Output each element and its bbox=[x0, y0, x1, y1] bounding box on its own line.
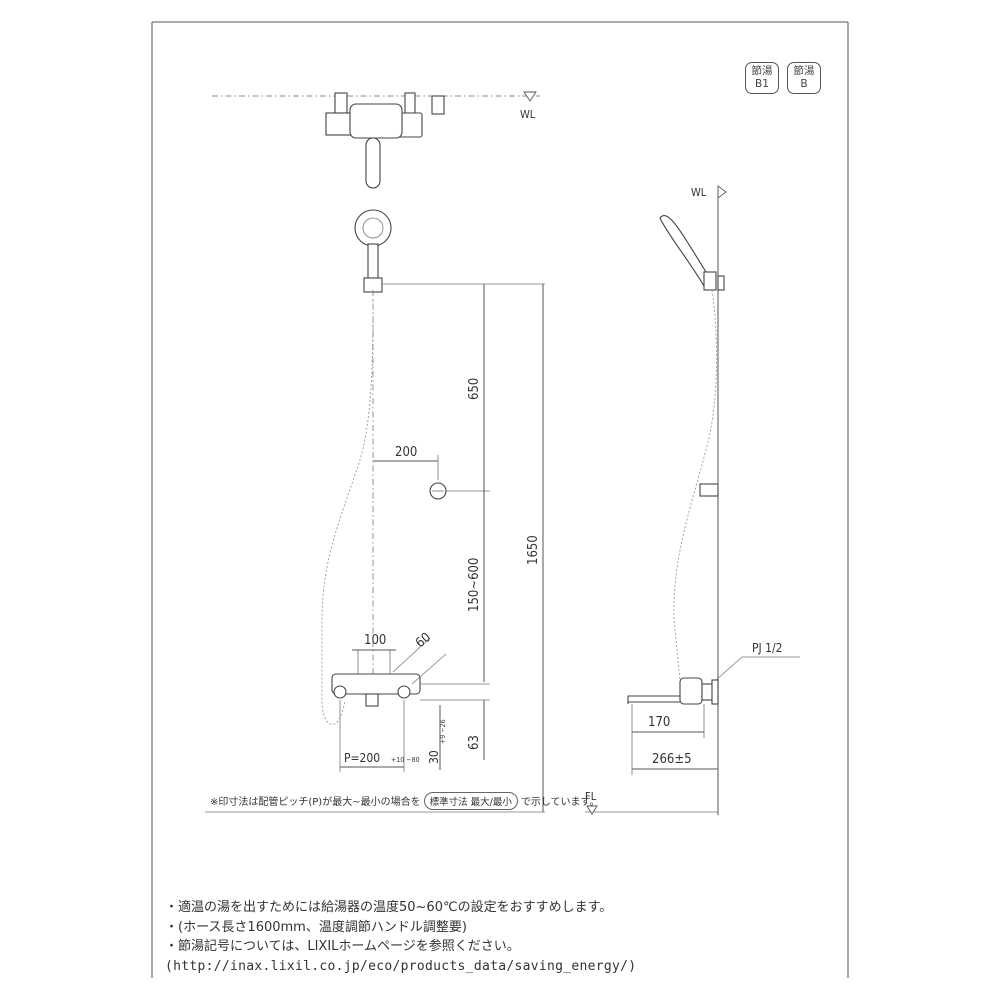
note-line-2: ・(ホース長さ1600mm、温度調節ハンドル調整要) bbox=[165, 919, 467, 935]
dim-150-600: 150~600 bbox=[467, 558, 482, 612]
faucet-elbow-left bbox=[333, 685, 347, 699]
top-spout bbox=[365, 137, 381, 189]
dim-63: 63 bbox=[467, 735, 482, 750]
dim-pitch-tol: +10 −80 bbox=[391, 756, 420, 764]
side-spout bbox=[627, 695, 691, 704]
top-body bbox=[349, 103, 403, 139]
hose-curve bbox=[321, 299, 374, 725]
saving-badge-b1: 節湯 B1 bbox=[745, 62, 779, 94]
badge-b-bottom: B bbox=[800, 78, 808, 90]
dim-650: 650 bbox=[467, 378, 482, 400]
pj-label: PJ 1/2 bbox=[752, 641, 783, 655]
wl-label-top: WL bbox=[520, 108, 536, 121]
badge-b1-bottom: B1 bbox=[755, 78, 769, 90]
front-view: 200 650 150~600 1650 63 100 60 P=200 +10… bbox=[205, 209, 545, 813]
dim-100: 100 bbox=[364, 633, 386, 648]
footnote-post: で示しています。 bbox=[520, 797, 600, 808]
shower-grip bbox=[367, 243, 379, 279]
side-union-nut bbox=[711, 679, 719, 705]
dim-pitch: P=200 bbox=[344, 751, 380, 765]
faucet-spout-front bbox=[365, 693, 379, 707]
side-faucet-body bbox=[679, 677, 703, 705]
dim-60-ext bbox=[392, 637, 431, 673]
faucet-elbow-right bbox=[397, 685, 411, 699]
fl-label: FL bbox=[585, 790, 597, 803]
dim-60-ext2 bbox=[411, 653, 447, 685]
dim-200: 200 bbox=[395, 445, 417, 460]
side-holder bbox=[703, 271, 717, 291]
shower-head bbox=[354, 209, 392, 247]
dim-60: 60 bbox=[413, 630, 434, 651]
badge-b1-top: 節湯 bbox=[751, 65, 773, 77]
saving-badge-b: 節湯 B bbox=[787, 62, 821, 94]
top-pipe-right bbox=[404, 92, 416, 114]
fl-marker bbox=[586, 805, 598, 815]
dim-30-tol: +9 −26 bbox=[439, 719, 447, 744]
note-line-3: ・節湯記号については、LIXILホームページを参照ください。 bbox=[165, 939, 520, 954]
wl-marker-side bbox=[717, 185, 727, 199]
footnote-pre: ※印寸法は配管ピッチ(P)が最大~最小の場合を bbox=[210, 797, 421, 808]
side-wall-hook bbox=[699, 483, 719, 497]
dim-30: 30 bbox=[427, 750, 441, 764]
badge-b-top: 節湯 bbox=[793, 65, 815, 77]
side-holder-bracket bbox=[717, 275, 725, 291]
side-view: WL PJ 1/2 170 266±5 FL bbox=[585, 185, 800, 815]
note-url[interactable]: (http://inax.lixil.co.jp/eco/products_da… bbox=[165, 958, 637, 974]
footnote-box: 標準寸法 最大/最小 bbox=[423, 792, 518, 810]
wl-marker-top bbox=[523, 91, 537, 102]
footnote: ※印寸法は配管ピッチ(P)が最大~最小の場合を標準寸法 最大/最小で示しています… bbox=[210, 792, 600, 810]
shower-holder bbox=[363, 277, 383, 293]
pj-leader bbox=[715, 656, 743, 681]
wl-label-side: WL bbox=[691, 186, 707, 199]
dim-1650: 1650 bbox=[526, 535, 541, 565]
note-line-1: ・適温の湯を出すためには給湯器の温度50~60℃の設定をおすすめします。 bbox=[165, 900, 613, 915]
top-pipe-left bbox=[334, 92, 348, 114]
dim-266: 266±5 bbox=[652, 752, 692, 767]
notes-block: ・適温の湯を出すためには給湯器の温度50~60℃の設定をおすすめします。 ・(ホ… bbox=[165, 898, 636, 976]
dim-170: 170 bbox=[648, 715, 670, 730]
side-hose bbox=[673, 289, 718, 681]
shower-head-inner bbox=[362, 217, 384, 239]
top-hook bbox=[431, 95, 445, 115]
top-view: WL bbox=[212, 91, 540, 189]
